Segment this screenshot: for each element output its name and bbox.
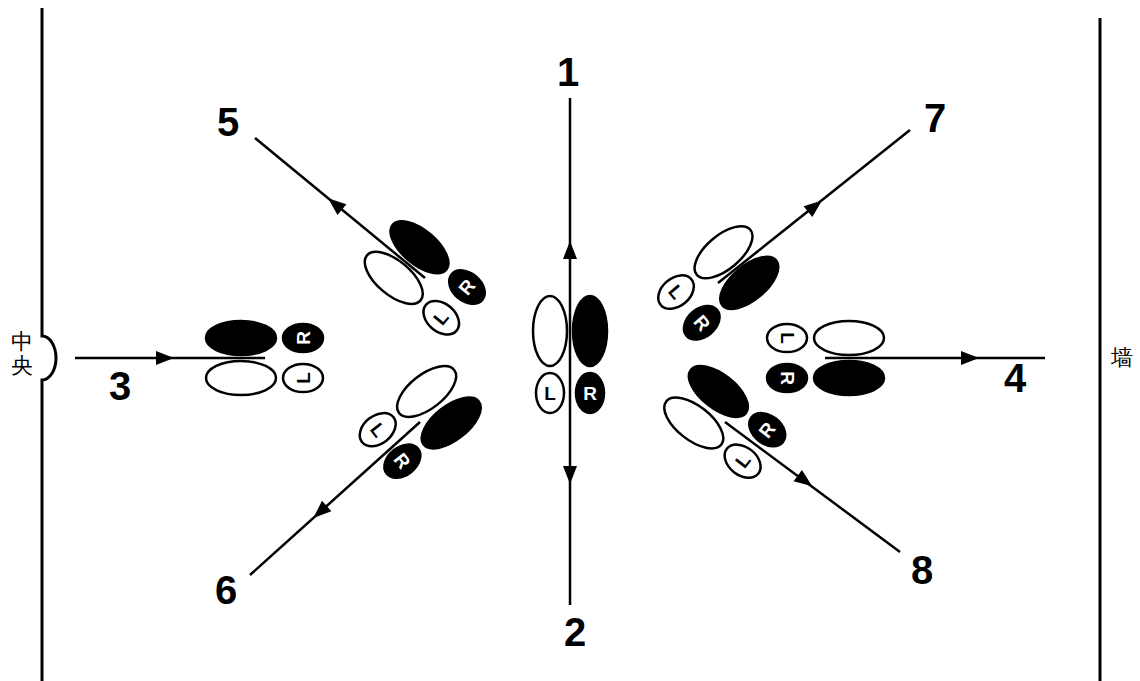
shoe-heel: [417, 294, 466, 341]
arrowhead: [328, 198, 346, 215]
direction-line: [250, 422, 420, 575]
direction-number: 8: [911, 550, 933, 590]
direction-number: 7: [924, 98, 946, 138]
left-foot: [206, 361, 323, 395]
arrowhead: [961, 351, 979, 365]
direction-line: [569, 98, 572, 355]
shoe-heel: [353, 406, 402, 453]
shoe-sole: [382, 212, 457, 283]
foot-letter: R: [778, 371, 797, 385]
right-foot: [573, 296, 607, 413]
foot-letter: R: [294, 331, 313, 345]
shoe-sole: [814, 321, 884, 355]
direction-number: 5: [217, 102, 239, 142]
left-foot: [767, 321, 884, 355]
shoe-heel: [677, 299, 726, 346]
shoe-sole: [206, 361, 276, 395]
shoe-heel: [743, 406, 792, 453]
wall-line: [1099, 18, 1102, 681]
direction-number: 2: [564, 612, 586, 652]
right-foot: [206, 321, 323, 355]
shoe-sole: [206, 321, 276, 355]
center-label: 中央: [11, 330, 33, 378]
arrowhead: [563, 466, 577, 484]
shoe-sole: [533, 296, 567, 366]
direction-number: 1: [557, 52, 579, 92]
direction-number: 3: [109, 366, 131, 406]
foot-letter: L: [294, 372, 313, 384]
shoe-heel: [283, 324, 323, 352]
shoe-sole: [413, 388, 489, 458]
foot-letter: L: [544, 384, 556, 403]
shoe-sole: [814, 361, 884, 395]
shoe-heel: [283, 364, 323, 392]
shoe-heel: [536, 373, 564, 413]
direction-line: [255, 138, 425, 278]
direction-line: [725, 422, 900, 552]
arrowhead: [156, 351, 174, 365]
right-foot: [680, 357, 793, 456]
shoe-heel: [718, 438, 767, 485]
shoe-heel: [443, 264, 492, 311]
arrowhead: [804, 200, 822, 217]
right-foot: [382, 212, 493, 313]
right-foot: [376, 388, 489, 487]
shoe-sole: [680, 357, 756, 427]
arrowhead: [563, 241, 577, 259]
direction-line: [718, 130, 910, 283]
shoe-heel: [576, 373, 604, 413]
shoe-heel: [378, 438, 427, 485]
shoe-heel: [767, 324, 807, 352]
foot-letter: L: [778, 332, 797, 344]
wall-label: 墙: [1111, 347, 1133, 369]
arrowhead: [794, 470, 813, 486]
arrowhead: [313, 501, 331, 518]
shoe-heel: [652, 269, 701, 316]
left-foot: [533, 296, 567, 413]
right-foot: [767, 361, 884, 395]
shoe-sole: [573, 296, 607, 366]
shoe-sole: [712, 247, 787, 318]
shoe-heel: [767, 364, 807, 392]
direction-number: 4: [1004, 358, 1026, 398]
direction-number: 6: [215, 570, 237, 610]
foot-letter: R: [583, 384, 597, 403]
center-wall-line: [42, 8, 56, 681]
